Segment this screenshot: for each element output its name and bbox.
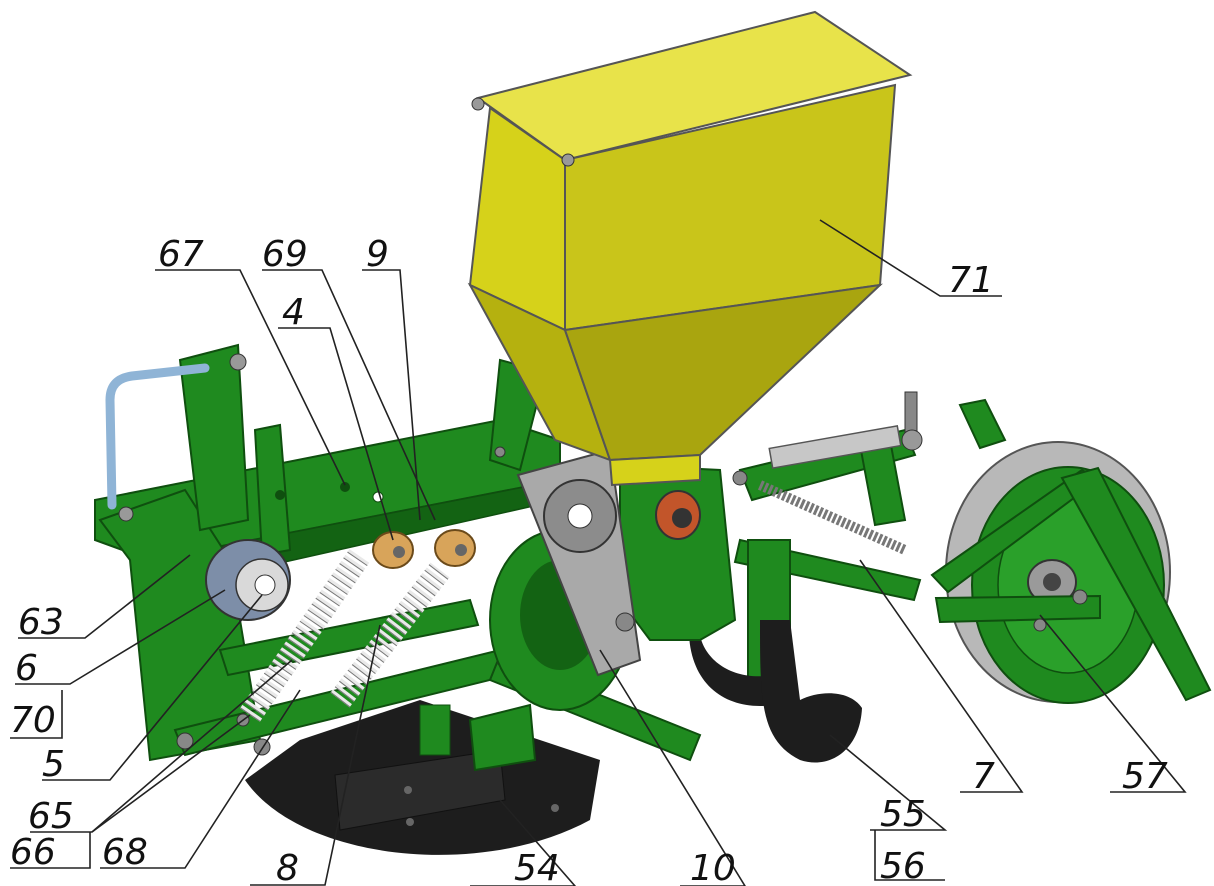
leader-54 xyxy=(470,799,577,886)
callout-numbers: 67 69 9 4 71 63 6 70 5 65 66 68 8 54 10 … xyxy=(10,234,1168,886)
leader-55 xyxy=(829,734,948,831)
leader-71 xyxy=(819,219,1002,297)
leader-5 xyxy=(42,594,263,781)
callout-66: 66 xyxy=(10,832,56,873)
leader-66a xyxy=(91,714,251,833)
machine-illustration xyxy=(94,10,1212,855)
callout-9: 9 xyxy=(366,234,389,275)
callout-54: 54 xyxy=(514,848,560,886)
leader-10 xyxy=(599,649,746,886)
callout-71: 71 xyxy=(948,260,994,301)
leader-57 xyxy=(1039,614,1187,793)
leader-9 xyxy=(362,269,421,521)
leader-69 xyxy=(262,269,436,521)
rollers xyxy=(372,529,476,569)
leader-67 xyxy=(155,269,346,486)
leader-8 xyxy=(250,624,381,886)
leader-7 xyxy=(859,559,1024,793)
callout-10: 10 xyxy=(690,848,736,886)
callout-65: 65 xyxy=(28,796,74,837)
callout-7: 7 xyxy=(972,756,995,797)
callout-67: 67 xyxy=(158,234,204,275)
seed-meter xyxy=(488,358,737,711)
leader-70 xyxy=(10,690,63,739)
callout-6: 6 xyxy=(15,648,38,689)
leader-lines xyxy=(10,219,1187,886)
callout-57: 57 xyxy=(1122,756,1168,797)
press-wheel xyxy=(930,441,1212,704)
leader-6 xyxy=(15,589,226,685)
callout-68: 68 xyxy=(102,832,148,873)
leader-4 xyxy=(278,327,394,541)
closing-tines xyxy=(688,539,862,763)
opener-coulter xyxy=(245,700,600,855)
leader-63 xyxy=(18,554,191,639)
callout-63: 63 xyxy=(18,602,64,643)
callout-69: 69 xyxy=(262,234,308,275)
seed-hopper xyxy=(467,10,913,487)
leader-56 xyxy=(874,830,945,881)
front-sprocket xyxy=(205,539,291,621)
leader-66b xyxy=(10,832,91,869)
springs xyxy=(240,548,450,722)
callout-70: 70 xyxy=(10,700,56,741)
leader-68 xyxy=(100,689,301,869)
callout-5: 5 xyxy=(42,744,65,785)
callout-56: 56 xyxy=(880,846,926,886)
callout-55: 55 xyxy=(880,794,926,835)
callout-4: 4 xyxy=(282,292,305,333)
callout-8: 8 xyxy=(276,848,299,886)
